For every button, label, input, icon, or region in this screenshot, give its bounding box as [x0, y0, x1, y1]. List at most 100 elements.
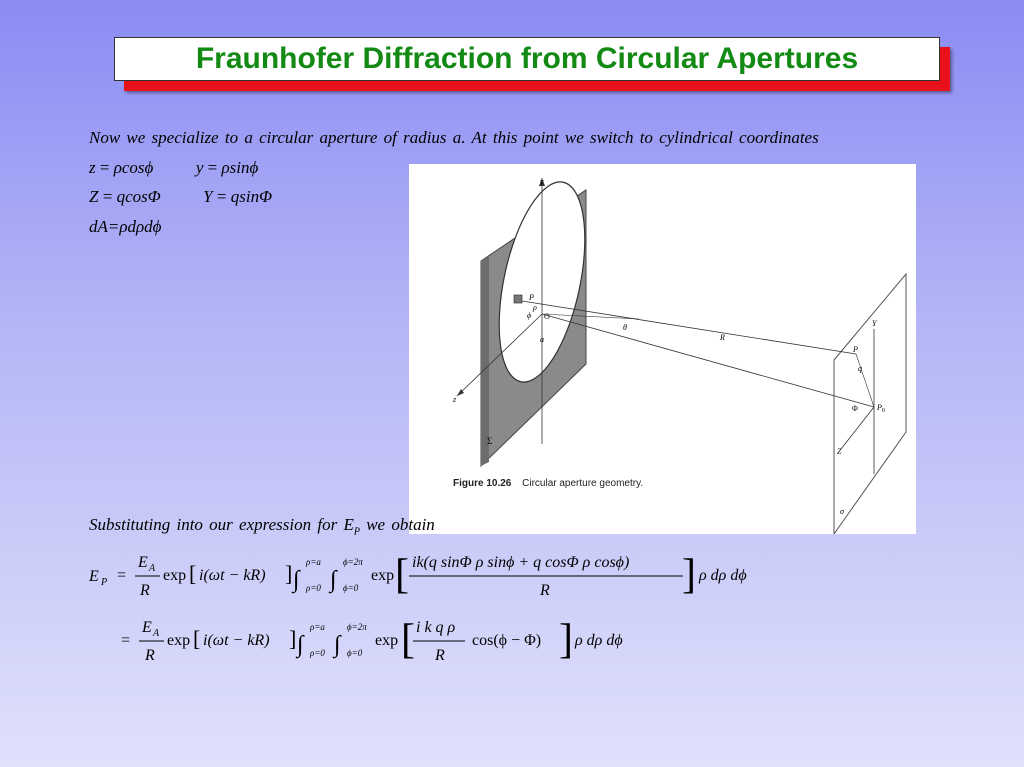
eq-second-int2-lower: ϕ=0 [347, 648, 363, 658]
eq-main-R: R [139, 582, 150, 599]
eq-main-big-bracket-close: ] [682, 552, 696, 598]
eq-main-big-bracket-open: [ [395, 552, 409, 598]
label-Y: Y [872, 319, 878, 328]
substituting-var: E [343, 515, 354, 534]
eq-main-bracket-open: [ [189, 561, 196, 586]
eq-main-int1-lower: ρ=0 [305, 583, 321, 593]
y-rhs: ρsinϕ [221, 158, 259, 177]
eq-main-int2-lower: ϕ=0 [343, 583, 359, 593]
eq-main-measure: ρ dρ dϕ [698, 567, 747, 584]
z-axis-arrow [457, 389, 464, 396]
figure-caption: Figure 10.26 Circular aperture geometry. [453, 478, 643, 489]
label-sigma: σ [840, 507, 845, 516]
label-y: y [539, 177, 544, 186]
label-phi: ϕ [527, 311, 531, 320]
eq-second-numerator: i k q ρ [416, 619, 456, 636]
figure-caption-text: Circular aperture geometry. [522, 478, 644, 489]
label-z: z [452, 395, 457, 404]
ray-to-P [521, 300, 857, 355]
eq-main-denominator: R [539, 582, 550, 599]
z-lhs: z [89, 158, 96, 177]
eq-main-exp2: exp [371, 567, 394, 584]
Y-lhs: Y [203, 187, 213, 206]
z-axis-line [456, 313, 543, 397]
figure-caption-label: Figure 10.26 [453, 478, 512, 489]
eq-main-integral1: ∫ [291, 567, 301, 594]
equals-sign: = [99, 158, 114, 177]
eq-main-bracket-close: ] [285, 561, 292, 586]
equation-z-y: z = ρcosϕ y = ρsinϕ [89, 158, 258, 178]
eq-second-big-bracket-open: [ [401, 617, 415, 663]
label-Z: Z [837, 447, 842, 456]
Z-rhs: qcosΦ [116, 187, 161, 206]
eq-second-cos: cos(ϕ − Φ) [472, 632, 541, 649]
substituting-sub: P [353, 526, 360, 538]
equation-second: = E A R exp [ i(ωt − kR) ] ∫ ρ=a ρ=0 ∫ ϕ… [121, 617, 623, 664]
label-O: O [544, 312, 550, 321]
y-axis-arrow [539, 178, 545, 186]
eq-main-int1-upper: ρ=a [305, 557, 321, 567]
Z-lhs: Z [89, 187, 99, 206]
equals-sign: = [102, 187, 117, 206]
substituting-text: Substituting into our expression for EP … [89, 515, 435, 537]
title-box: Fraunhofer Diffraction from Circular Ape… [114, 37, 940, 81]
eq-second-EA-sub: A [152, 628, 160, 639]
eq-main-phase: i(ωt − kR) [199, 567, 266, 584]
eq-second-bracket-close: ] [289, 626, 296, 651]
eq-main-equals: = [117, 567, 126, 584]
eq-second-int2-upper: ϕ=2π [347, 622, 367, 632]
eq-second-int1-lower: ρ=0 [309, 648, 325, 658]
Z-axis-line [840, 406, 875, 450]
eq-main-numerator: ik(q sinΦ ρ sinϕ + q cosΦ ρ cosϕ) [412, 554, 629, 571]
eq-main-lhs: E [88, 568, 99, 585]
equals-sign: = [216, 187, 231, 206]
eq-second-R: R [144, 647, 155, 664]
angle-line [541, 313, 640, 320]
area-element [513, 294, 523, 304]
equation-Z-Y: Z = qcosΦ Y = qsinΦ [89, 187, 272, 207]
aperture-figure: y z P ρ ϕ O a Σ θ R Y Z P q Φ P0 σ [409, 164, 916, 536]
label-R: R [719, 333, 725, 342]
eq-second-denominator: R [434, 647, 445, 664]
eq-main-int2-upper: ϕ=2π [343, 557, 363, 567]
eq-second-phase: i(ωt − kR) [203, 632, 270, 649]
eq-main-EA: E [137, 554, 148, 571]
eq-second-EA: E [141, 619, 152, 636]
equation-main: E P = E A R exp [ i(ωt − kR) ] ∫ ρ=a ρ=0… [88, 552, 747, 599]
eq-second-int1-upper: ρ=a [309, 622, 325, 632]
label-Phi: Φ [852, 404, 858, 413]
Y-rhs: qsinΦ [230, 187, 273, 206]
eq-second-measure: ρ dρ dϕ [574, 632, 623, 649]
label-a: a [540, 335, 544, 344]
page-title: Fraunhofer Diffraction from Circular Ape… [195, 42, 859, 75]
label-theta: θ [623, 323, 627, 332]
eq-main-EA-sub: A [148, 563, 156, 574]
label-P0: P0 [876, 403, 885, 414]
eq-main-integral2: ∫ [328, 567, 338, 594]
eq-second-bracket-open: [ [193, 626, 200, 651]
q-line [855, 353, 875, 408]
substituting-end: we obtain [366, 515, 435, 534]
eq-second-equals: = [121, 632, 130, 649]
aperture-geometry-diagram: y z P ρ ϕ O a Σ θ R Y Z P q Φ P0 σ [452, 177, 907, 536]
label-P: P [852, 345, 858, 354]
eq-second-exp1: exp [167, 632, 190, 649]
observation-screen [833, 272, 907, 536]
equals-sign: = [207, 158, 222, 177]
y-lhs: y [195, 158, 204, 177]
ray-to-P0 [541, 313, 875, 408]
eq-main-lhs-sub: P [100, 577, 107, 588]
equation-dA: dA=ρdρdϕ [89, 217, 162, 236]
eq-second-integral1: ∫ [295, 632, 305, 659]
intro-text: Now we specialize to a circular aperture… [89, 128, 819, 147]
plate-edge [481, 256, 489, 466]
eq-second-integral2: ∫ [332, 632, 342, 659]
label-Sigma: Σ [487, 436, 492, 446]
eq-main-exp1: exp [163, 567, 186, 584]
eq-second-exp2: exp [375, 632, 398, 649]
z-rhs: ρcosϕ [113, 158, 154, 177]
label-rho: ρ [532, 303, 537, 312]
eq-second-big-bracket-close: ] [559, 617, 573, 663]
substituting-phrase: Substituting into our expression for [89, 515, 338, 534]
label-P-small: P [528, 293, 534, 302]
